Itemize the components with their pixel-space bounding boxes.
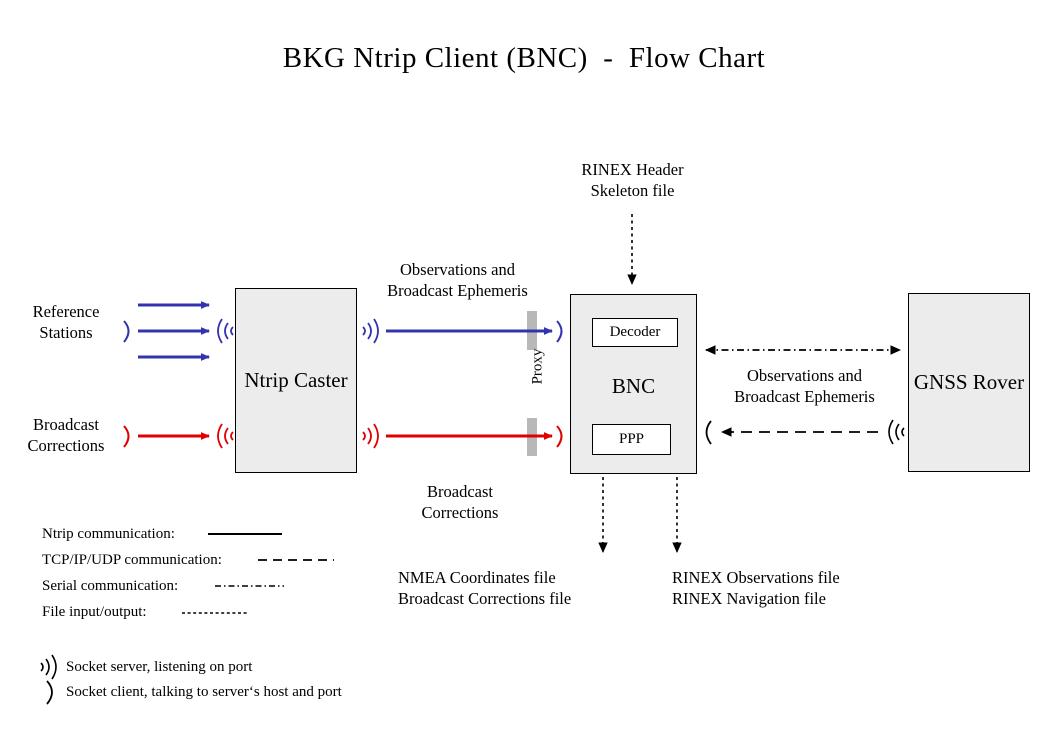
node-ntrip-caster[interactable]: Ntrip Caster <box>235 288 357 473</box>
legend-label-file-input-output: File input/output: <box>42 604 147 620</box>
legend-label-socket-client: Socket client, talking to server‘s host … <box>66 684 342 700</box>
label-broadcast-corrections-caster-to-bnc: Broadcast Corrections <box>421 482 499 522</box>
arrow-reference-stations-to-caster <box>138 301 210 361</box>
legend-label-socket-server: Socket server, listening on port <box>66 659 253 675</box>
socket-client-icon-bnc-right <box>705 420 712 445</box>
socket-server-icon-legend <box>40 654 57 680</box>
node-decoder[interactable]: Decoder <box>592 318 678 347</box>
socket-client-icon-legend <box>46 680 53 705</box>
socket-server-icon-caster-left-blue <box>217 318 234 344</box>
legend-label-ntrip-communication: Ntrip communication: <box>42 526 175 542</box>
socket-server-icon-caster-right-red <box>362 423 379 449</box>
node-gnss-rover[interactable]: GNSS Rover <box>908 293 1030 472</box>
page-title: BKG Ntrip Client (BNC) - Flow Chart <box>282 42 766 74</box>
label-broadcast-corrections-left: Broadcast Corrections <box>27 415 105 455</box>
legend-label-serial-communication: Serial communication: <box>42 578 179 594</box>
proxy-label: Proxy <box>529 348 546 385</box>
socket-server-icon-caster-right-blue <box>362 318 379 344</box>
socket-client-icon-broadcast-corrections <box>123 425 130 448</box>
socket-server-icon-caster-left-red <box>217 423 234 449</box>
socket-client-icon-reference-stations <box>123 320 130 343</box>
label-observations-ephemeris-caster-to-bnc: Observations and Broadcast Ephemeris <box>387 260 528 300</box>
label-observations-ephemeris-bnc-to-rover: Observations and Broadcast Ephemeris <box>734 366 875 406</box>
label-rinex-output-files: RINEX Observations file RINEX Navigation… <box>672 568 840 608</box>
legend-label-tcp-udp-communication: TCP/IP/UDP communication: <box>42 552 222 568</box>
socket-client-icon-bnc-left-red <box>556 425 563 448</box>
socket-server-icon-rover-left <box>888 419 905 445</box>
label-nmea-output-files: NMEA Coordinates file Broadcast Correcti… <box>398 568 572 608</box>
label-rinex-header-skeleton-file: RINEX Header Skeleton file <box>581 160 684 200</box>
proxy-bar-bottom <box>527 418 537 456</box>
node-ppp[interactable]: PPP <box>592 424 671 455</box>
node-bnc-label: BNC <box>611 374 656 398</box>
label-reference-stations: Reference Stations <box>32 302 100 342</box>
socket-client-icon-bnc-left-blue <box>556 320 563 343</box>
